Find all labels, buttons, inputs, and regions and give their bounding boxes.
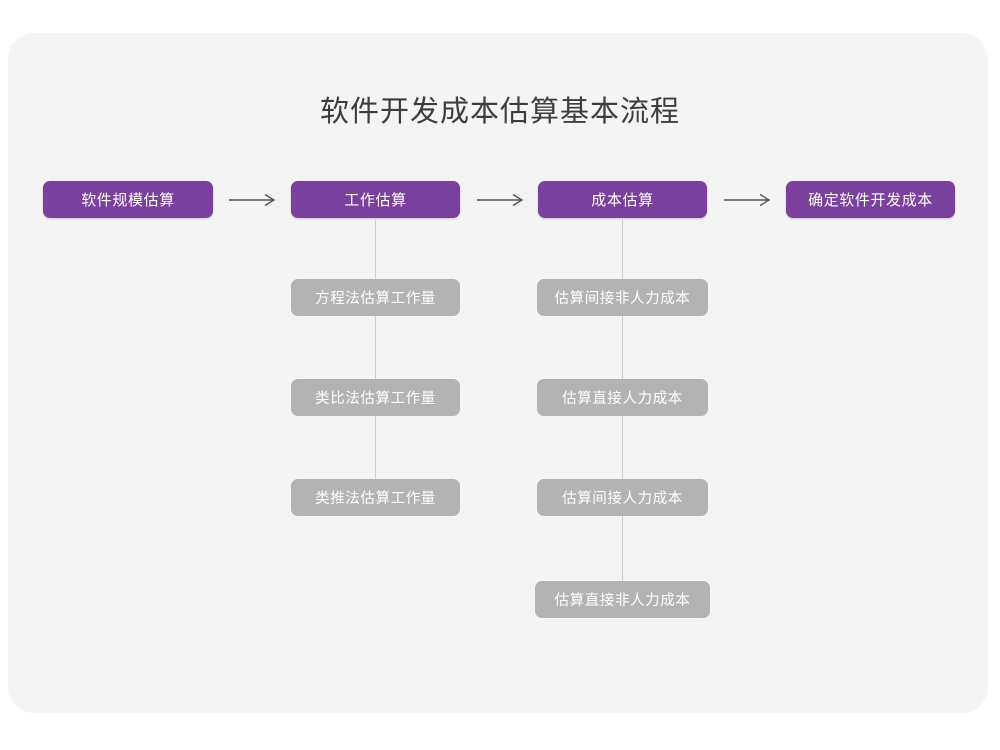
branch-node[interactable]: 估算间接人力成本: [537, 479, 708, 516]
branch-node-label: 方程法估算工作量: [315, 291, 436, 307]
flow-node-label: 成本估算: [591, 192, 654, 209]
branch-node-label: 估算直接非人力成本: [554, 593, 691, 609]
branch-node[interactable]: 估算间接非人力成本: [537, 279, 708, 316]
branch-node[interactable]: 估算直接非人力成本: [535, 581, 710, 618]
arrow-right-icon: [723, 190, 773, 210]
flow-node-step4[interactable]: 确定软件开发成本: [786, 181, 955, 218]
connector-line: [375, 316, 376, 379]
branch-node[interactable]: 类推法估算工作量: [291, 479, 460, 516]
branch-node-label: 估算直接人力成本: [562, 391, 683, 407]
branch-node-label: 估算间接非人力成本: [554, 291, 691, 307]
branch-node-label: 类推法估算工作量: [315, 491, 436, 507]
branch-node[interactable]: 类比法估算工作量: [291, 379, 460, 416]
flow-node-step3[interactable]: 成本估算: [538, 181, 707, 218]
branch-node-label: 估算间接人力成本: [562, 491, 683, 507]
connector-line: [375, 218, 376, 279]
diagram-card: [8, 33, 988, 713]
arrow-right-icon: [476, 190, 526, 210]
flow-node-step2[interactable]: 工作估算: [291, 181, 460, 218]
flow-node-label: 工作估算: [344, 192, 407, 209]
branch-node-label: 类比法估算工作量: [315, 391, 436, 407]
connector-line: [622, 516, 623, 581]
branch-node[interactable]: 方程法估算工作量: [291, 279, 460, 316]
page-title: 软件开发成本估算基本流程: [319, 96, 680, 128]
flow-node-label: 软件规模估算: [81, 192, 175, 209]
connector-line: [622, 416, 623, 479]
arrow-right-icon: [228, 190, 278, 210]
connector-line: [622, 316, 623, 379]
connector-line: [375, 416, 376, 479]
flow-node-label: 确定软件开发成本: [808, 192, 933, 209]
flow-node-step1[interactable]: 软件规模估算: [43, 181, 213, 218]
branch-node[interactable]: 估算直接人力成本: [537, 379, 708, 416]
connector-line: [622, 218, 623, 279]
